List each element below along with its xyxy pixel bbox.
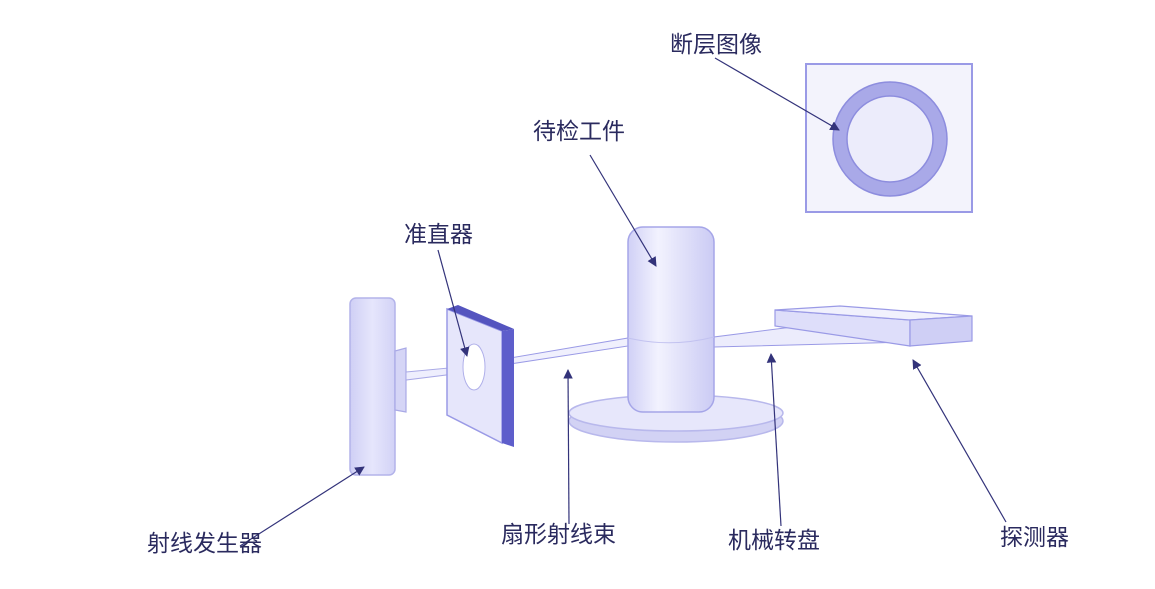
leader-detector: [912, 359, 1007, 523]
leader-ray-generator: [239, 466, 365, 547]
leader-workpiece: [589, 154, 657, 267]
label-fan-beam: 扇形射线束: [501, 522, 616, 548]
tomography-image: [805, 63, 973, 213]
leader-tomography-image: [714, 57, 840, 131]
workpiece-under-test: [627, 226, 715, 413]
leader-lines: [239, 57, 1007, 547]
label-workpiece: 待检工件: [533, 119, 625, 145]
leader-turntable: [766, 353, 782, 527]
label-detector: 探测器: [1000, 525, 1069, 551]
label-turntable: 机械转盘: [728, 528, 820, 554]
leader-collimator: [437, 249, 470, 357]
leader-fan-beam: [563, 369, 573, 525]
mechanical-turntable: [568, 394, 784, 443]
collimator: [446, 305, 514, 447]
detector: [774, 305, 973, 347]
label-collimator: 准直器: [404, 222, 473, 248]
label-ray-generator: 射线发生器: [147, 531, 262, 557]
label-tomography-image: 断层图像: [670, 32, 762, 58]
